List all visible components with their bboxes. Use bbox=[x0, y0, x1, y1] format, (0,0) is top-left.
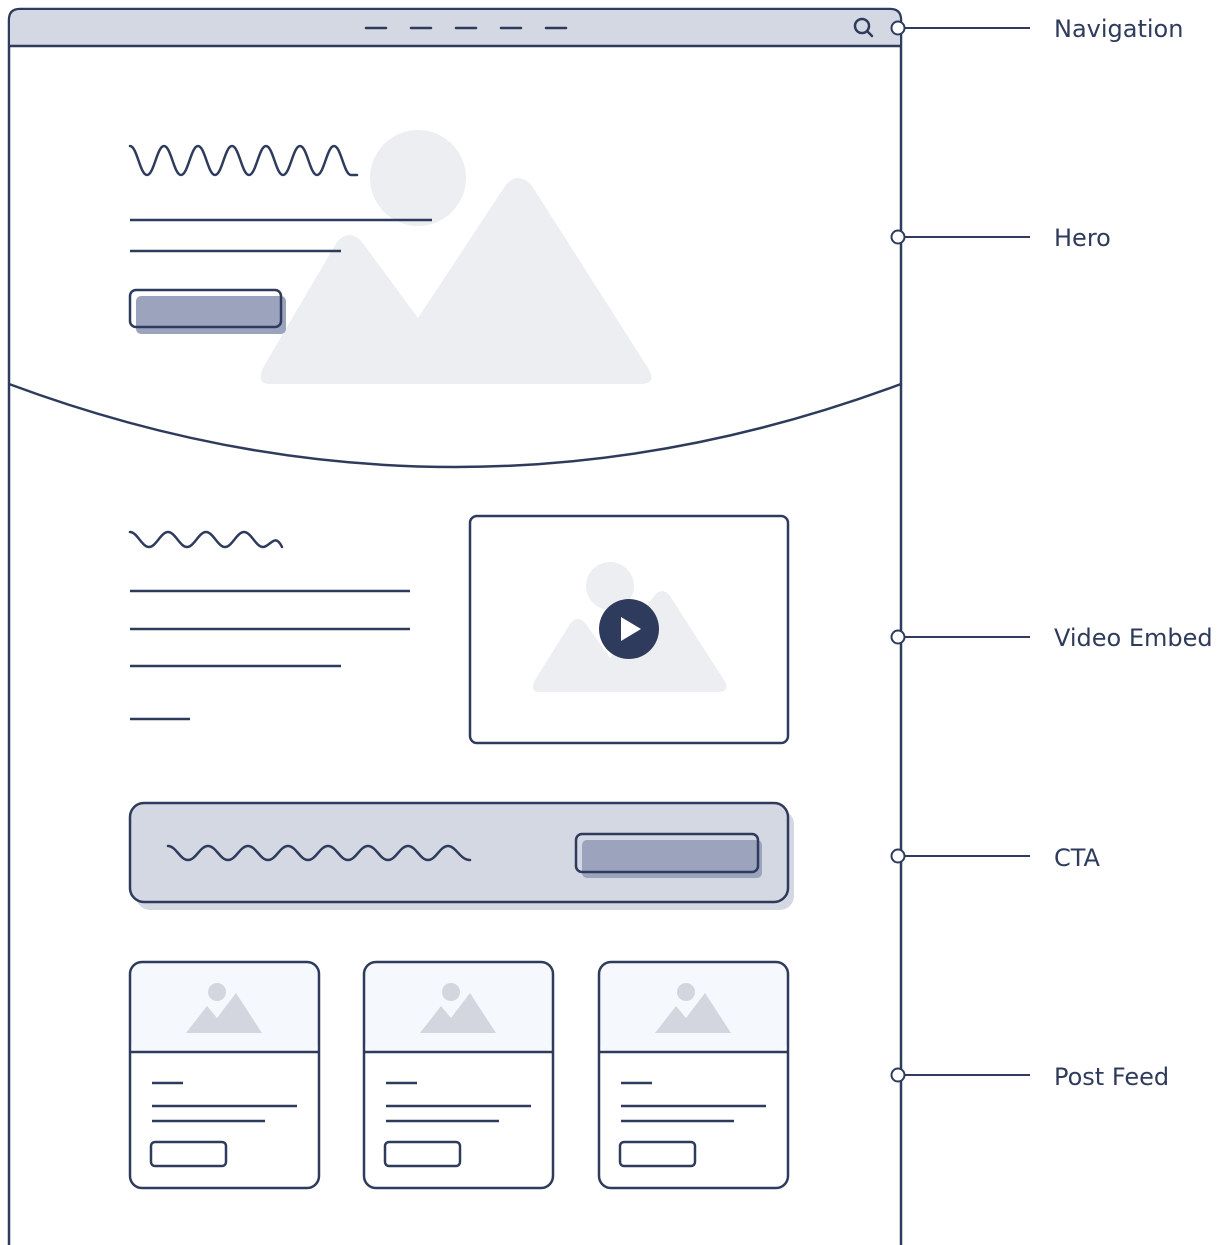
post-card[interactable] bbox=[362, 960, 555, 1190]
post-card-frame bbox=[128, 960, 321, 1190]
window-outline bbox=[7, 7, 903, 1245]
post-feed-section bbox=[128, 960, 790, 1190]
image-placeholder-icon bbox=[186, 983, 262, 1033]
image-placeholder-icon bbox=[420, 983, 496, 1033]
callout-marker bbox=[890, 1067, 906, 1083]
callout-marker bbox=[890, 20, 906, 36]
hero-cta-button[interactable] bbox=[128, 288, 286, 334]
post-card-frame bbox=[597, 960, 790, 1190]
hero-cta-button-outline bbox=[128, 288, 283, 329]
post-card-image-area bbox=[131, 963, 318, 1052]
play-icon[interactable] bbox=[599, 599, 659, 659]
browser-window bbox=[7, 7, 903, 1245]
post-card-button[interactable] bbox=[149, 1140, 228, 1168]
video-embed-section bbox=[128, 514, 790, 745]
cta-text-squiggle bbox=[166, 844, 472, 862]
post-card-frame bbox=[362, 960, 555, 1190]
video-player[interactable] bbox=[468, 514, 790, 745]
video-text-squiggle bbox=[128, 530, 284, 549]
callout-navigation: Navigation bbox=[890, 15, 1183, 43]
callout-label-navigation: Navigation bbox=[1054, 15, 1183, 43]
hero-curved-divider bbox=[8, 382, 902, 469]
navigation-bar[interactable] bbox=[9, 10, 901, 48]
image-placeholder-icon bbox=[655, 983, 731, 1033]
callout-marker bbox=[890, 629, 906, 645]
callout-marker bbox=[890, 848, 906, 864]
post-card-image-area bbox=[600, 963, 787, 1052]
hero-section bbox=[8, 130, 902, 469]
callout-label-cta: CTA bbox=[1054, 844, 1101, 872]
callout-marker bbox=[890, 229, 906, 245]
callout-label-video-embed: Video Embed bbox=[1054, 624, 1213, 652]
hero-image-placeholder-icon bbox=[260, 130, 652, 384]
callout-video-embed: Video Embed bbox=[890, 624, 1213, 652]
post-card-button[interactable] bbox=[383, 1140, 462, 1168]
callout-post-feed: Post Feed bbox=[890, 1063, 1169, 1091]
post-card-image-area bbox=[365, 963, 552, 1052]
search-icon[interactable] bbox=[853, 17, 874, 38]
cta-section bbox=[128, 801, 794, 910]
hero-sun-shape bbox=[370, 130, 466, 226]
cta-button[interactable] bbox=[574, 832, 762, 878]
hero-heading-squiggle bbox=[128, 144, 359, 177]
post-card[interactable] bbox=[597, 960, 790, 1190]
callout-cta: CTA bbox=[890, 844, 1101, 872]
post-card-button[interactable] bbox=[618, 1140, 697, 1168]
hero-mountains-shape bbox=[260, 178, 652, 384]
hero-cta-button-shadow bbox=[136, 296, 286, 334]
callout-label-post-feed: Post Feed bbox=[1054, 1063, 1169, 1091]
post-card[interactable] bbox=[128, 960, 321, 1190]
cta-button-shadow bbox=[582, 840, 762, 878]
callouts: Navigation Hero Video Embed CTA Post Fee… bbox=[890, 15, 1213, 1091]
callout-label-hero: Hero bbox=[1054, 224, 1111, 252]
cta-button-outline bbox=[574, 832, 760, 874]
callout-hero: Hero bbox=[890, 224, 1111, 252]
